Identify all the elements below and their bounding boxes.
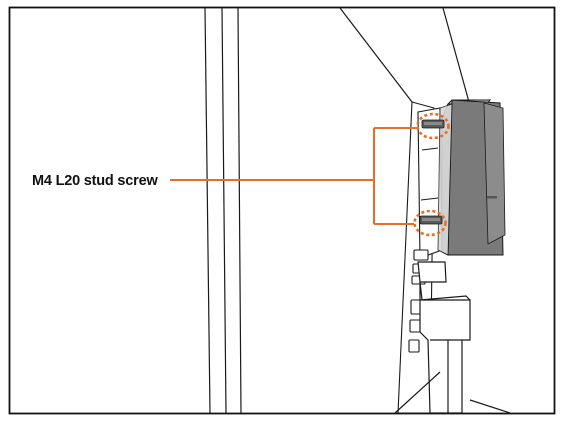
upper-screw-highlight xyxy=(416,112,450,140)
lower-screw-highlight xyxy=(413,209,447,237)
monitor-stand xyxy=(394,261,511,414)
stud-screw-icon xyxy=(419,119,445,225)
mounted-camera-module-icon xyxy=(437,99,506,256)
callout-leader xyxy=(170,127,417,225)
callout-label: M4 L20 stud screw xyxy=(32,173,158,189)
